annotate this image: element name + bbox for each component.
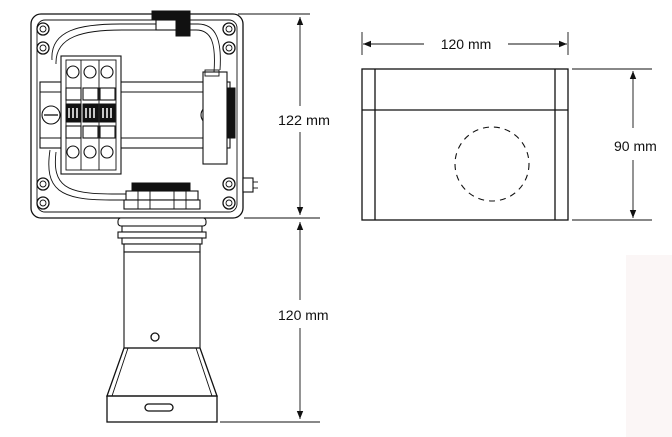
- top-clip: [151, 10, 191, 37]
- internal-wires: [48, 23, 221, 201]
- sensor-housing: [123, 251, 201, 349]
- corner-screw-bottom-left: [36, 177, 50, 210]
- terminal-block: [60, 55, 122, 175]
- sensor-head: [106, 347, 218, 423]
- side-view: [361, 32, 652, 221]
- dimension-enclosure-height: 122 mm: [278, 17, 330, 215]
- rail-screw-left: [41, 105, 61, 125]
- enclosure-height-label: 122 mm: [278, 112, 330, 128]
- dimension-probe-length: 120 mm: [278, 222, 329, 419]
- corner-screw-bottom-right: [222, 177, 236, 210]
- side-cable-entry: [242, 177, 258, 193]
- corner-screw-top-right: [222, 22, 236, 55]
- dimension-side-width: 120 mm: [363, 36, 567, 52]
- right-module: [202, 69, 236, 165]
- sensor-connector: [117, 217, 207, 253]
- side-width-label: 120 mm: [441, 36, 492, 52]
- front-view: [30, 10, 320, 423]
- side-height-label: 90 mm: [614, 138, 657, 154]
- corner-screw-top-left: [36, 22, 50, 55]
- background-panel: [626, 255, 672, 437]
- cable-gland: [123, 182, 201, 210]
- hidden-sensor-outline: [454, 126, 530, 202]
- dimension-side-height: 90 mm: [614, 71, 657, 218]
- probe-length-label: 120 mm: [278, 307, 329, 323]
